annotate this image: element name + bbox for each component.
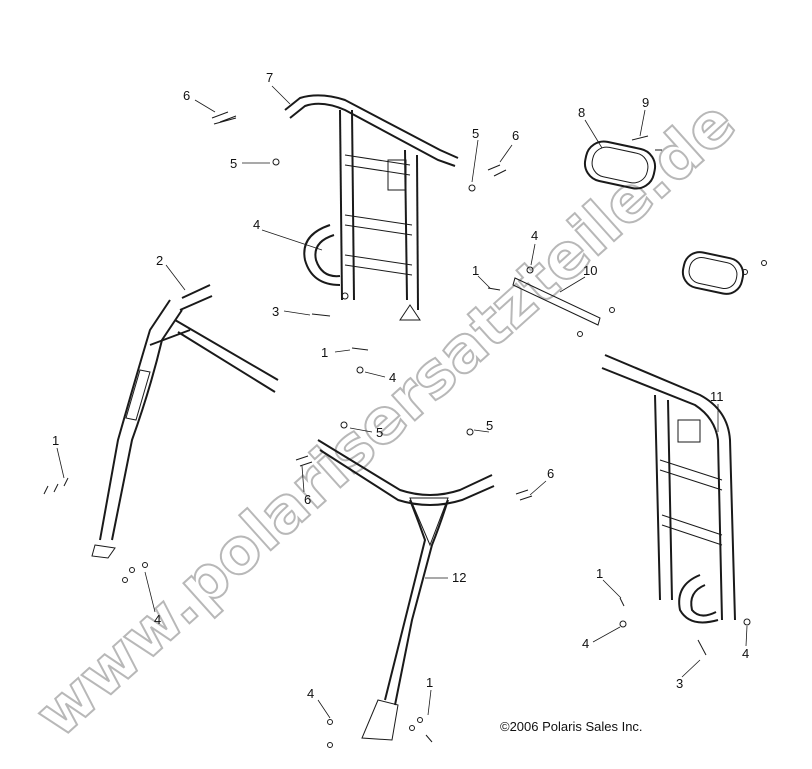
callout-5-upper-center: 5: [472, 126, 479, 141]
callout-5-center: 5: [376, 425, 383, 440]
callout-4-far-right: 4: [742, 646, 749, 661]
callout-4-upper-frame: 4: [253, 217, 260, 232]
callout-12: 12: [452, 570, 466, 585]
callout-1-center: 1: [321, 345, 328, 360]
callout-2: 2: [156, 253, 163, 268]
left-front-frame-part: [91, 284, 279, 559]
leader-lines: [56, 85, 748, 719]
callout-1-left: 1: [52, 433, 59, 448]
bracket-bar-part: [512, 277, 615, 337]
callout-1-right: 1: [596, 566, 603, 581]
light-pod-part: [583, 140, 745, 295]
callout-6-center: 6: [304, 492, 311, 507]
callout-7: 7: [266, 70, 273, 85]
callout-4-bracket: 4: [531, 228, 538, 243]
copyright-notice: ©2006 Polaris Sales Inc.: [500, 719, 643, 734]
front-center-frame-part: [317, 439, 495, 741]
rear-upper-frame-part: [284, 94, 459, 321]
callout-6-top-left: 6: [183, 88, 190, 103]
callout-3-lower: 3: [676, 676, 683, 691]
callout-5-right-center: 5: [486, 418, 493, 433]
callout-4-center: 4: [389, 370, 396, 385]
callout-8: 8: [578, 105, 585, 120]
right-rear-frame-part: [601, 354, 736, 624]
callout-4-left: 4: [154, 612, 161, 627]
callout-10: 10: [583, 263, 597, 278]
callout-11: 11: [710, 389, 724, 404]
callout-6-right-center: 6: [547, 466, 554, 481]
callout-5-upper-left: 5: [230, 156, 237, 171]
callout-4-bottom: 4: [307, 686, 314, 701]
hardware-group: [43, 111, 767, 748]
callout-1-bracket: 1: [472, 263, 479, 278]
callout-1-bottom: 1: [426, 675, 433, 690]
callout-3-upper: 3: [272, 304, 279, 319]
callout-6-upper-right: 6: [512, 128, 519, 143]
callout-4-lower-right: 4: [582, 636, 589, 651]
callout-9: 9: [642, 95, 649, 110]
